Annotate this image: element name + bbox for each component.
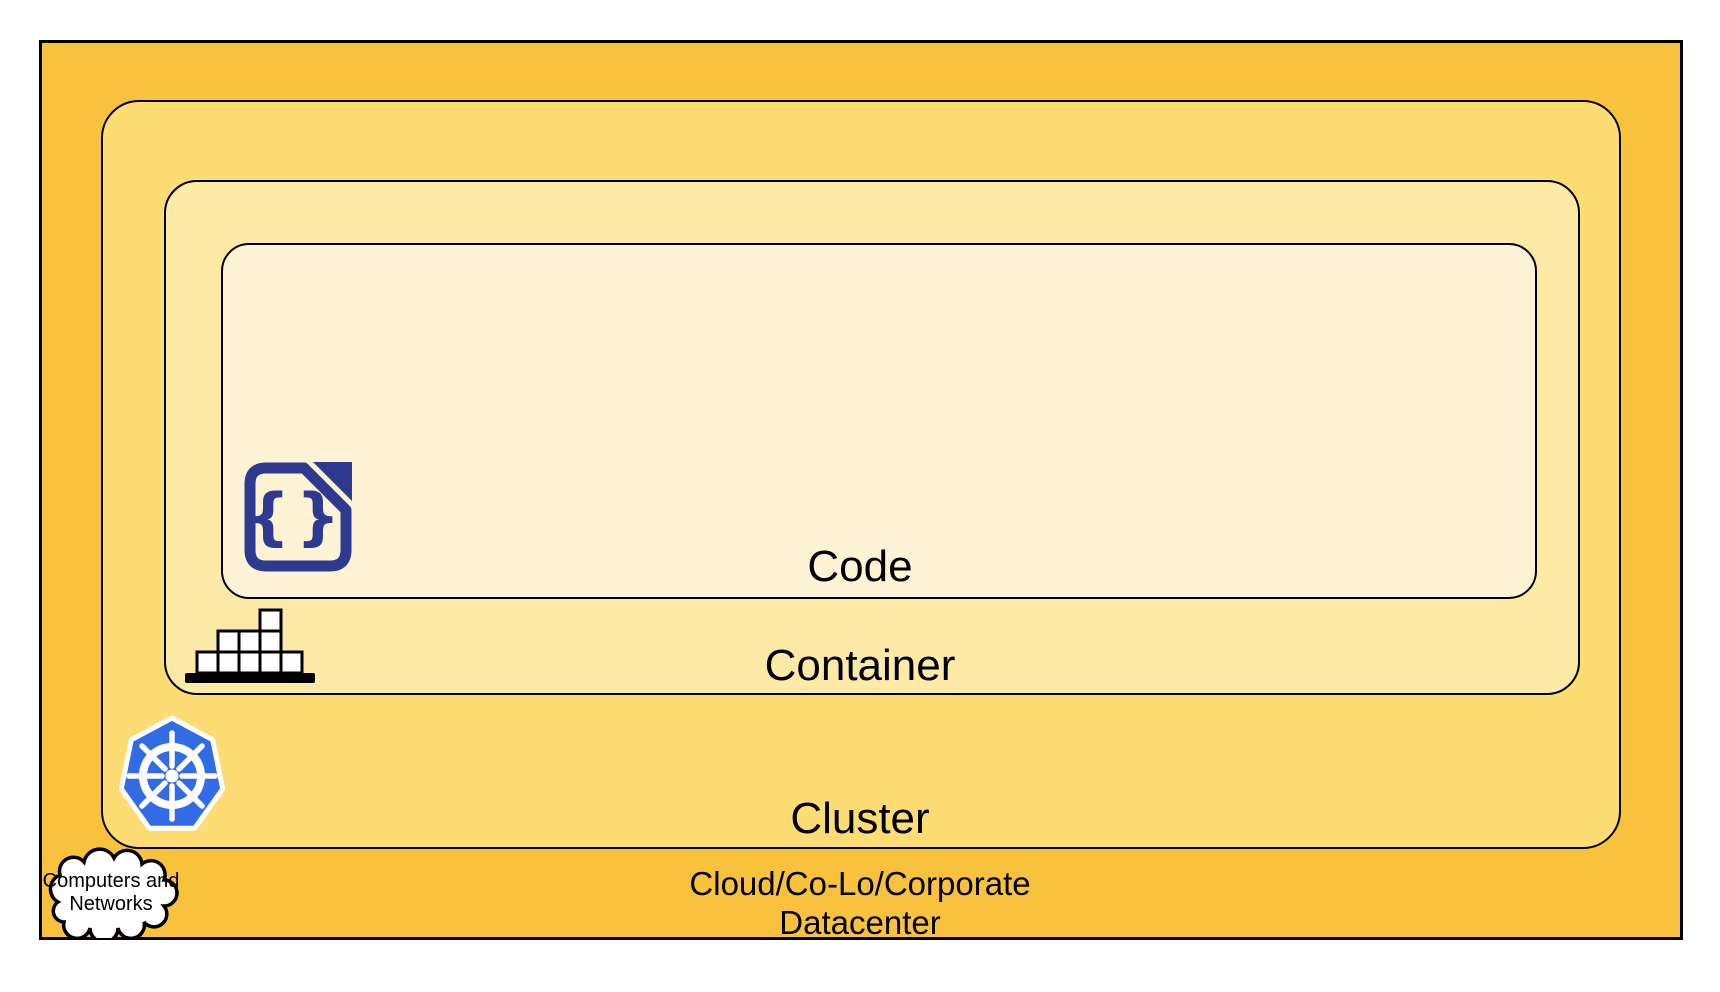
layer-label-code: Code <box>807 542 913 591</box>
layer-label-cluster: Cluster <box>790 794 930 843</box>
layer-label-datacenter-line2: Datacenter <box>779 904 941 941</box>
kubernetes-wheel-hub <box>165 769 179 783</box>
kubernetes-wheel-ring <box>139 743 205 809</box>
code-file-outline <box>244 462 352 572</box>
cloud-caption-line2: Networks <box>69 893 152 915</box>
layer-label-datacenter-line1: Cloud/Co-Lo/Corporate <box>689 865 1031 902</box>
computers-networks-cloud-icon: Computers and Networks <box>43 847 180 938</box>
kubernetes-icon <box>119 715 225 831</box>
layer-box-code <box>221 243 1537 599</box>
layer-label-container: Container <box>764 641 956 690</box>
container-stack-icon <box>185 608 315 683</box>
cloud-caption-line1: Computers and <box>43 870 180 892</box>
code-file-icon: {} <box>244 462 352 572</box>
cloud-outline <box>48 847 179 938</box>
code-file-fold <box>313 462 352 501</box>
layer-label-datacenter: Cloud/Co-Lo/Corporate Datacenter <box>0 864 1720 942</box>
container-boxes <box>195 608 304 675</box>
code-braces-glyph: {} <box>246 480 346 553</box>
container-base-bar <box>185 673 315 683</box>
